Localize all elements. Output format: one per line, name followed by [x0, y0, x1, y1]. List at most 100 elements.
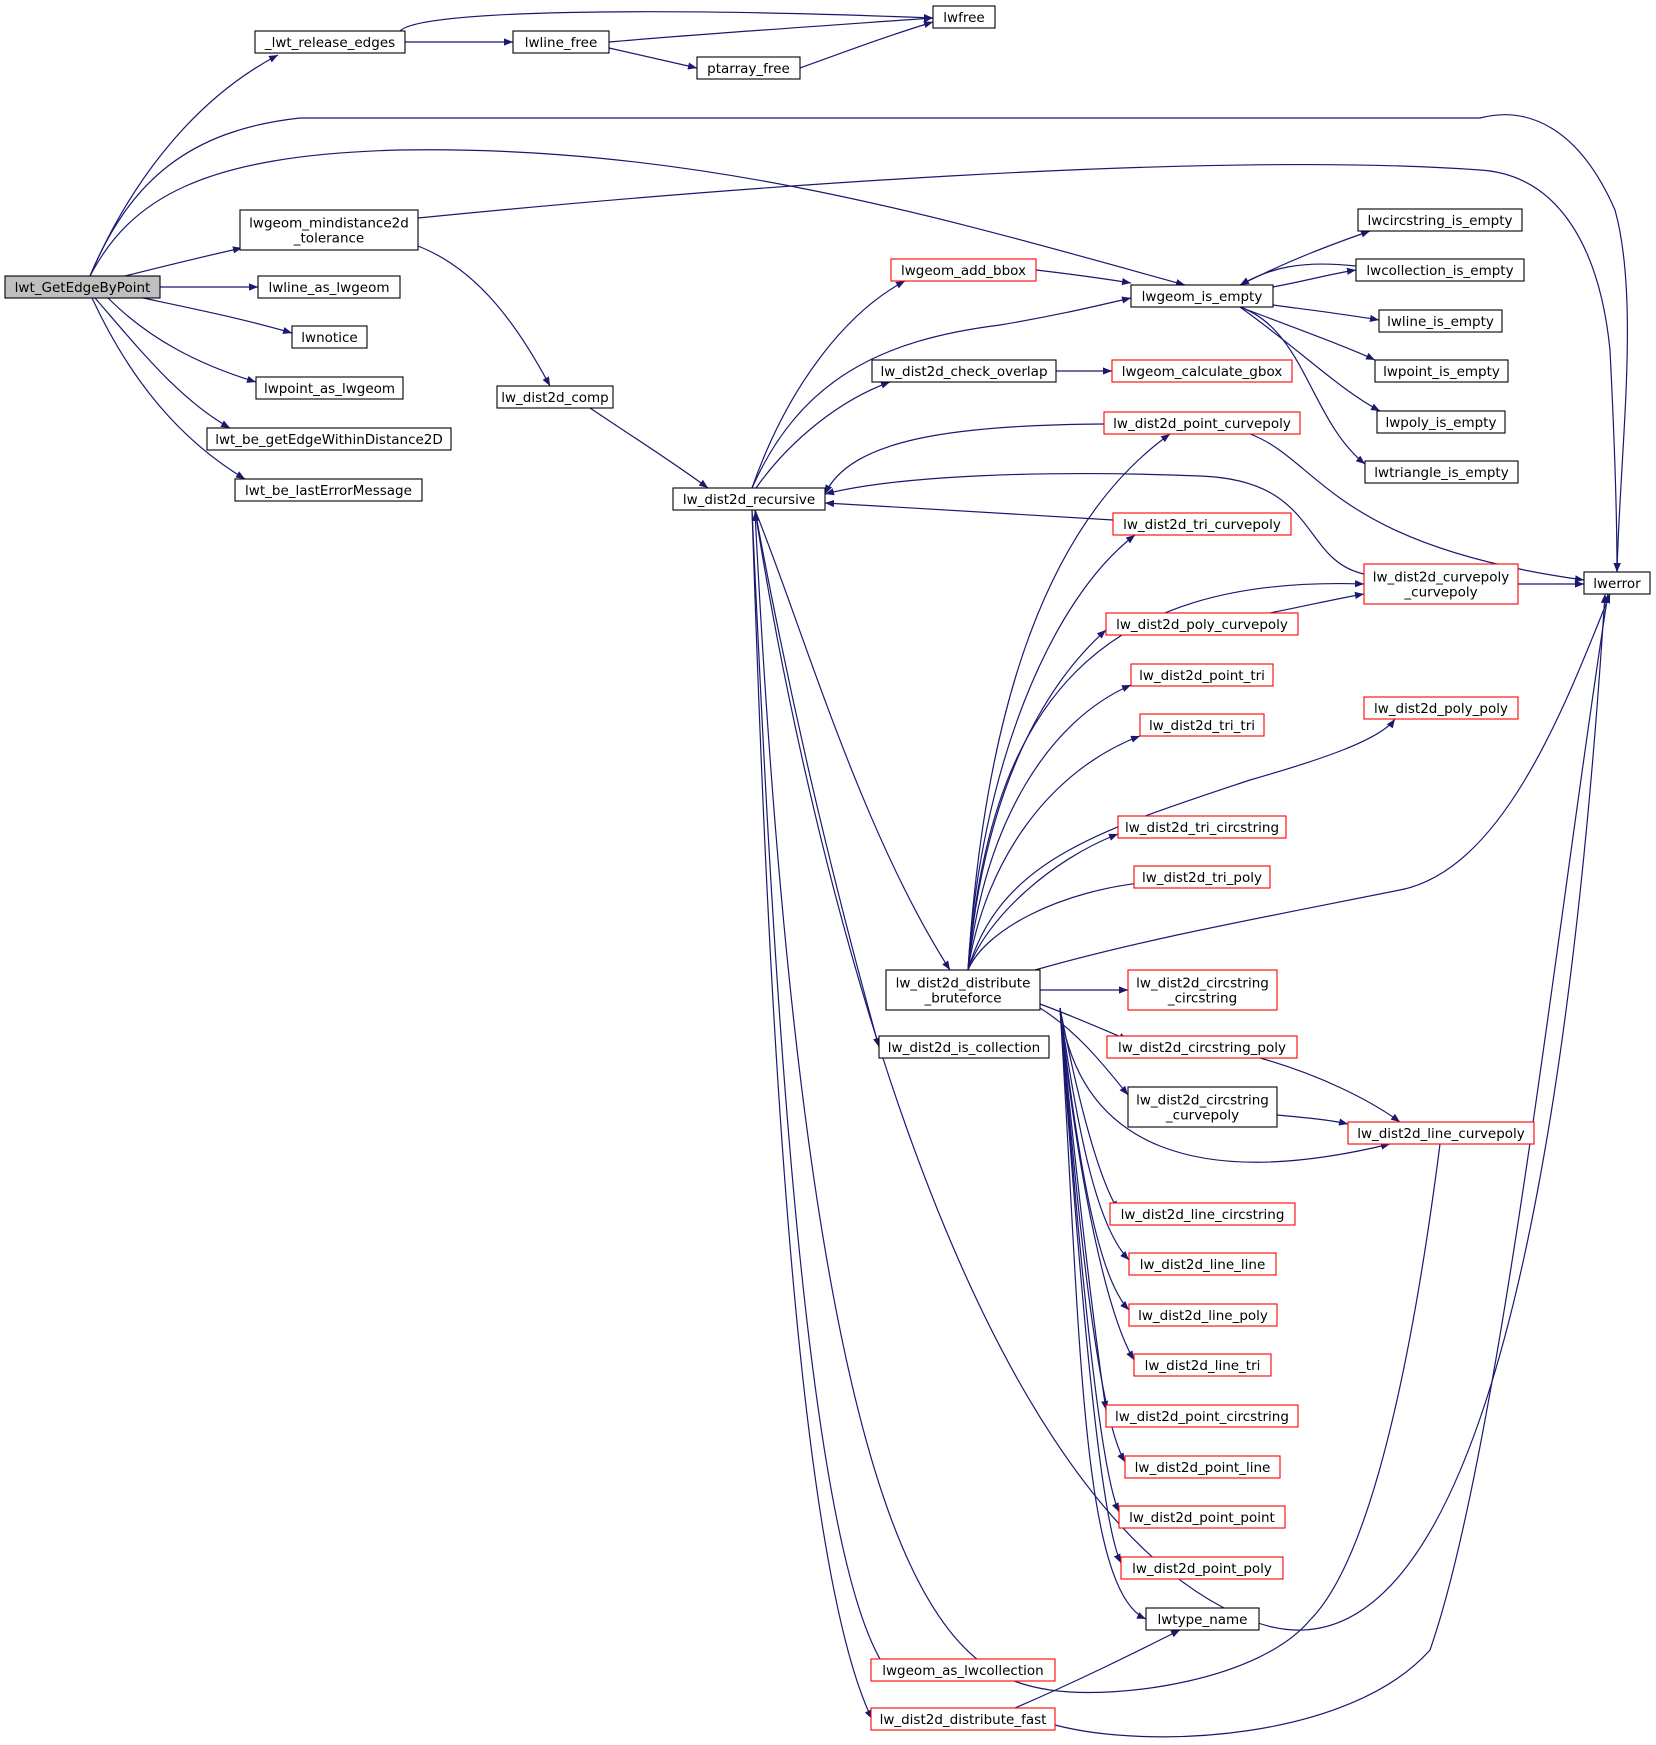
node-lw_dist2d_recursive[interactable]: lw_dist2d_recursive [672, 487, 826, 511]
edge-lwgeom_is_empty-to-lwcollection_is_empty [1272, 267, 1357, 288]
node-lw_dist2d_circstring_poly[interactable]: lw_dist2d_circstring_poly [1106, 1035, 1298, 1059]
node-box [885, 969, 1041, 1011]
node-lw_dist2d_line_curvepoly[interactable]: lw_dist2d_line_curvepoly [1347, 1121, 1535, 1145]
node-label: lw_dist2d_point_circstring [1115, 1409, 1289, 1425]
edge-lw_dist2d_distribute_fast-to-lwtype_name [1054, 593, 1611, 1738]
node-lwline_as_lwgeom[interactable]: lwline_as_lwgeom [257, 275, 401, 299]
edge-path [1272, 267, 1357, 288]
node-lw_dist2d_point_poly[interactable]: lw_dist2d_point_poly [1120, 1556, 1284, 1580]
edge-path [89, 114, 1628, 573]
node-ptarray_free[interactable]: ptarray_free [696, 56, 801, 80]
edge-lw_dist2d_recursive-to-lwgeom_is_empty [751, 296, 1132, 489]
node-lwcollection_is_empty[interactable]: lwcollection_is_empty [1355, 258, 1525, 282]
node-label: lwpoly_is_empty [1386, 415, 1497, 431]
node-label: lw_dist2d_circstring_poly [1118, 1040, 1286, 1056]
node-lwerror[interactable]: lwerror [1583, 571, 1651, 595]
edge-path [824, 473, 1365, 575]
node-box [1117, 815, 1287, 839]
node-lw_dist2d_poly_curvepoly[interactable]: lw_dist2d_poly_curvepoly [1105, 612, 1299, 636]
node-lwgeom_calculate_gbox[interactable]: lwgeom_calculate_gbox [1111, 359, 1293, 383]
edge-lwline_free-to-lwfree [608, 15, 934, 43]
node-_lwt_release_edges[interactable]: _lwt_release_edges [254, 30, 406, 54]
node-lwpoly_is_empty[interactable]: lwpoly_is_empty [1376, 410, 1506, 434]
node-lwtype_name[interactable]: lwtype_name [1145, 1607, 1260, 1631]
edge-lw_dist2d_distribute_bruteforce-to-lwtype_name [1259, 1057, 1401, 1123]
node-lwgeom_as_lwcollection[interactable]: lwgeom_as_lwcollection [870, 1658, 1056, 1682]
node-lw_dist2d_line_circstring[interactable]: lw_dist2d_line_circstring [1109, 1202, 1296, 1226]
edge-lw_dist2d_recursive-to-lwgeom_add_bbox [751, 280, 906, 489]
node-lwt_GetEdgeByPoint[interactable]: lwt_GetEdgeByPoint [4, 275, 161, 299]
node-lw_dist2d_tri_poly[interactable]: lw_dist2d_tri_poly [1133, 865, 1271, 889]
node-label: lw_dist2d_recursive [683, 492, 815, 508]
edge-lw_dist2d_distribute_bruteforce-to-lw_dist2d_curvepoly_curvepoly [967, 629, 1107, 971]
node-box [890, 258, 1037, 282]
node-lw_dist2d_line_poly[interactable]: lw_dist2d_line_poly [1128, 1303, 1278, 1327]
node-lw_dist2d_comp[interactable]: lw_dist2d_comp [496, 385, 614, 409]
edge-lwgeom_add_bbox-to-lwgeom_is_empty [1035, 269, 1132, 286]
node-lw_dist2d_distribute_fast[interactable]: lw_dist2d_distribute_fast [870, 1707, 1056, 1731]
node-lw_dist2d_poly_poly[interactable]: lw_dist2d_poly_poly [1363, 696, 1519, 720]
node-lw_dist2d_point_line[interactable]: lw_dist2d_point_line [1124, 1455, 1281, 1479]
node-lw_dist2d_point_tri[interactable]: lw_dist2d_point_tri [1130, 663, 1274, 687]
edge-lw_dist2d_distribute_bruteforce-to-lw_dist2d_poly_curvepoly [967, 684, 1132, 971]
node-label: lwgeom_is_empty [1142, 289, 1263, 305]
node-box [1128, 1303, 1278, 1327]
node-label: lwt_be_getEdgeWithinDistance2D [215, 432, 443, 448]
node-box [1583, 571, 1651, 595]
node-box [1103, 411, 1301, 435]
node-box [1355, 258, 1525, 282]
edge-path [1239, 306, 1366, 465]
node-box [254, 30, 406, 54]
node-label: lw_dist2d_line_tri [1145, 1358, 1261, 1374]
node-lw_dist2d_check_overlap[interactable]: lw_dist2d_check_overlap [871, 359, 1057, 383]
node-lw_dist2d_curvepoly_curvepoly[interactable]: lw_dist2d_curvepoly_curvepoly [1363, 563, 1519, 605]
edge-path [142, 297, 293, 334]
node-lw_dist2d_point_circstring[interactable]: lw_dist2d_point_circstring [1105, 1404, 1299, 1428]
node-box [234, 478, 423, 502]
node-lwcircstring_is_empty[interactable]: lwcircstring_is_empty [1357, 208, 1523, 232]
node-lwt_be_lastErrorMessage[interactable]: lwt_be_lastErrorMessage [234, 478, 423, 502]
edge-path [967, 879, 1151, 971]
node-lwline_free[interactable]: lwline_free [512, 30, 610, 54]
node-label: lw_dist2d_point_point [1129, 1510, 1275, 1526]
edge-lw_dist2d_recursive-to-lwgeom_as_lwcollection [751, 509, 888, 1671]
node-label: lw_dist2d_point_tri [1139, 668, 1265, 684]
node-lw_dist2d_circstring_curvepoly[interactable]: lw_dist2d_circstring_curvepoly [1127, 1086, 1278, 1128]
node-lwt_be_getEdgeWithinDistance2D[interactable]: lwt_be_getEdgeWithinDistance2D [206, 427, 452, 451]
node-lw_dist2d_point_point[interactable]: lw_dist2d_point_point [1118, 1505, 1286, 1529]
node-lw_dist2d_is_collection[interactable]: lw_dist2d_is_collection [878, 1035, 1050, 1059]
node-label: lwnotice [301, 330, 357, 346]
node-lw_dist2d_tri_circstring[interactable]: lw_dist2d_tri_circstring [1117, 815, 1287, 839]
node-lwpoint_as_lwgeom[interactable]: lwpoint_as_lwgeom [255, 376, 404, 400]
node-lwgeom_add_bbox[interactable]: lwgeom_add_bbox [890, 258, 1037, 282]
node-lwfree[interactable]: lwfree [932, 5, 996, 29]
node-lwtriangle_is_empty[interactable]: lwtriangle_is_empty [1364, 460, 1519, 484]
edge-path [91, 297, 246, 480]
node-lwgeom_mindistance2d_tolerance[interactable]: lwgeom_mindistance2d_tolerance [239, 209, 419, 251]
node-lw_dist2d_point_curvepoly[interactable]: lw_dist2d_point_curvepoly [1103, 411, 1301, 435]
node-box [4, 275, 161, 299]
node-label: lw_dist2d_poly_poly [1374, 701, 1508, 717]
edge-lw_dist2d_distribute_bruteforce-to-lw_dist2d_poly_poly [967, 833, 1119, 971]
node-lwline_is_empty[interactable]: lwline_is_empty [1378, 309, 1503, 333]
node-lw_dist2d_line_tri[interactable]: lw_dist2d_line_tri [1133, 1353, 1272, 1377]
node-box [1109, 1202, 1296, 1226]
node-lw_dist2d_distribute_bruteforce[interactable]: lw_dist2d_distribute_bruteforce [885, 969, 1041, 1011]
node-lwpoint_is_empty[interactable]: lwpoint_is_empty [1374, 359, 1509, 383]
node-lw_dist2d_line_line[interactable]: lw_dist2d_line_line [1128, 1252, 1277, 1276]
edge-path [967, 684, 1132, 971]
node-lwgeom_is_empty[interactable]: lwgeom_is_empty [1130, 284, 1274, 308]
edge-path [754, 509, 951, 971]
edge-path [967, 629, 1107, 971]
node-lw_dist2d_circstring_circstring[interactable]: lw_dist2d_circstring_circstring [1127, 969, 1278, 1011]
edge-lw_dist2d_distribute_bruteforce-to-lw_dist2d_point_poly [1059, 1007, 1147, 1620]
edge-path [1239, 306, 1376, 361]
node-lw_dist2d_tri_tri[interactable]: lw_dist2d_tri_tri [1139, 713, 1265, 737]
edge-path [1059, 1007, 1122, 1564]
edge-lwcollection_is_empty-to-lwgeom_is_empty [1239, 263, 1357, 286]
node-lw_dist2d_tri_curvepoly[interactable]: lw_dist2d_tri_curvepoly [1112, 512, 1292, 536]
node-label: lw_dist2d_is_collection [888, 1040, 1040, 1056]
node-lwnotice[interactable]: lwnotice [291, 325, 368, 349]
edge-path [824, 499, 1114, 521]
edge-lwt_GetEdgeByPoint-to-lwnotice [142, 297, 293, 334]
